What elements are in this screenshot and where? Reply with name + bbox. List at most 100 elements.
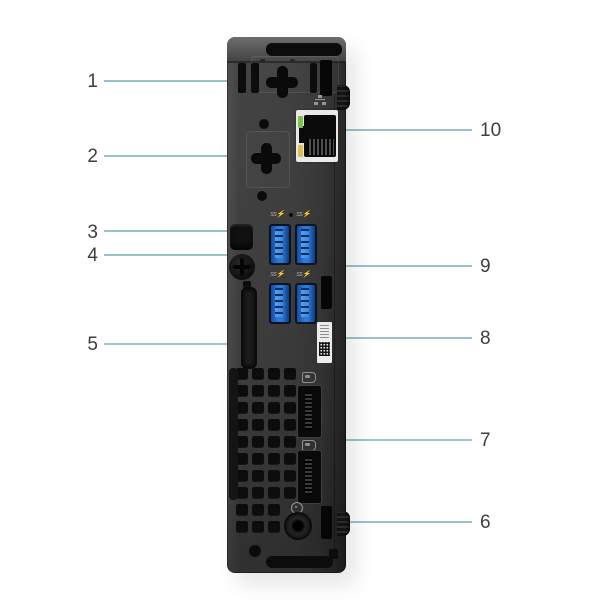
optional-port-plate [246,131,290,188]
vent-hole [252,521,264,533]
vent-hole [252,368,264,380]
callout-line-5 [104,343,247,345]
power-adapter-port [284,512,312,540]
vent-hole [268,368,280,380]
vent-hole [268,385,280,397]
ethernet-pins [307,139,334,155]
callout-line-1 [104,80,280,82]
phillips-screw [229,254,255,280]
vent-hole [284,453,296,465]
usb-superspeed-icon: ss⚡ [296,271,311,278]
callout-line-6 [308,521,472,523]
callout-label-9: 9 [480,256,491,277]
left-edge-slot [229,368,238,500]
vent-hole [236,521,248,533]
displayport-pins [305,457,312,495]
vent-hole [252,487,264,499]
callout-label-10: 10 [480,120,502,141]
usb-port-bottom-left [269,283,291,324]
vent-hole [236,368,248,380]
displayport-2 [297,450,322,504]
usb-port-top-right [295,224,317,265]
plate-screw-left [260,59,265,62]
ethernet-led-amber [298,145,303,157]
rear-slot-mid-right [321,276,332,309]
callout-label-1: 1 [87,71,98,92]
chassis-hole-bottom [249,545,261,557]
vent-hole [252,504,264,516]
callout-line-9 [318,265,472,267]
vent-hole [268,453,280,465]
callout-label-8: 8 [480,328,491,349]
usb-tongue [301,229,309,258]
usb-tongue [301,288,309,317]
network-icon [314,95,326,106]
usb-port-bottom-right [295,283,317,324]
vent-hole [284,436,296,448]
ethernet-led-green [298,116,303,128]
plate-screw-right [290,59,295,62]
vent-hole [252,419,264,431]
rear-slot-bottom-right [321,506,332,539]
vent-hole [284,470,296,482]
callout-line-3 [104,230,236,232]
usb-port-top-left [269,224,291,265]
chassis-hole-mid [257,191,267,201]
network-icon-link [315,99,325,100]
callout-label-2: 2 [87,146,98,167]
callout-line-8 [332,337,472,339]
vent-hole [236,470,248,482]
vent-hole [236,402,248,414]
network-icon-node [318,95,322,98]
top-handle-slot [266,43,342,56]
usb-tongue [275,288,283,317]
pinhole-between-usb [289,213,293,217]
vent-hole [268,436,280,448]
thumbscrew-top [337,85,350,110]
vent-hole [236,487,248,499]
vent-grid [236,368,296,533]
callout-label-3: 3 [87,222,98,243]
vent-hole [284,419,296,431]
rear-slot-left-2 [251,63,259,93]
chassis-hole-upper [259,119,269,129]
vent-hole [284,487,296,499]
service-tag-label [317,322,332,363]
vent-hole [268,470,280,482]
vent-hole [236,436,248,448]
displayport-1 [297,385,322,438]
callout-line-10 [320,129,472,131]
vent-hole [268,521,280,533]
ethernet-port [296,110,338,162]
vent-hole [284,385,296,397]
callout-label-7: 7 [480,430,491,451]
vent-hole [284,368,296,380]
displayport-pins [305,392,312,430]
service-tag-qr-code [319,342,330,356]
vent-hole [252,385,264,397]
callout-line-2 [104,155,264,157]
usb-superspeed-icon: ss⚡ [296,211,311,218]
vent-hole [268,419,280,431]
optional-port-cutout-v [261,143,272,174]
bottom-hook [329,549,338,559]
rear-slot-right-2 [320,60,332,96]
vent-hole [252,470,264,482]
vent-hole [252,453,264,465]
usb-tongue [275,229,283,258]
thumbscrew-bottom [337,511,350,536]
callout-label-6: 6 [480,512,491,533]
chassis-top-edge [227,61,346,63]
vent-hole [268,487,280,499]
vent-hole [252,436,264,448]
antenna-connector-cutout-v [277,66,288,98]
ethernet-latch-notch [299,126,305,143]
service-tag-text [320,325,329,338]
callout-label-4: 4 [87,245,98,266]
vent-hole [236,453,248,465]
vent-hole [268,504,280,516]
usb-superspeed-icon: ss⚡ [270,271,285,278]
vent-hole [252,402,264,414]
bottom-handle-slot [266,556,333,568]
